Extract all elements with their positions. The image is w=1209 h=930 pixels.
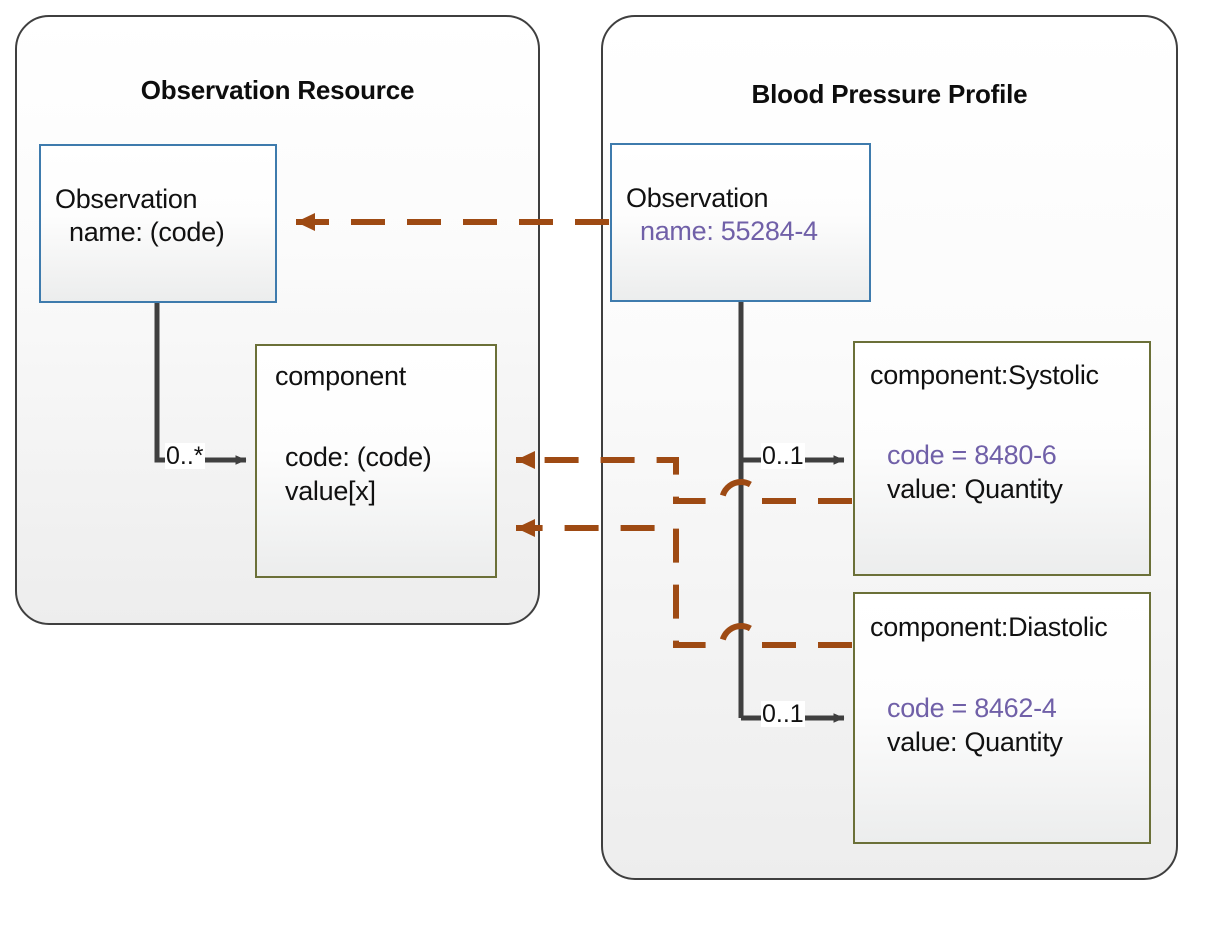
- box-observation-profile-attribute: name: 55284-4: [640, 216, 818, 246]
- box-observation-base[interactable]: Observation name: (code): [39, 144, 277, 303]
- multiplicity-label-component-base: 0..*: [165, 442, 205, 470]
- box-component-base[interactable]: component code: (code) value[x]: [255, 344, 497, 578]
- box-component-systolic-attribute-1: code = 8480-6: [887, 440, 1057, 470]
- box-component-systolic[interactable]: component:Systolic code = 8480-6 value: …: [853, 341, 1151, 576]
- box-component-systolic-attribute-2: value: Quantity: [887, 474, 1063, 504]
- box-component-diastolic-attribute-2: value: Quantity: [887, 727, 1063, 757]
- box-component-base-attribute-1: code: (code): [285, 442, 432, 472]
- box-component-diastolic-attribute-1: code = 8462-4: [887, 693, 1057, 723]
- box-observation-base-attribute: name: (code): [69, 217, 225, 247]
- panel-title-left: Observation Resource: [140, 75, 415, 105]
- panel-title-right: Blood Pressure Profile: [751, 79, 1028, 109]
- box-observation-profile[interactable]: Observation name: 55284-4: [610, 143, 871, 302]
- box-component-base-title: component: [275, 361, 406, 391]
- box-observation-base-title: Observation: [55, 184, 198, 214]
- box-component-systolic-title: component:Systolic: [870, 360, 1099, 390]
- box-component-diastolic[interactable]: component:Diastolic code = 8462-4 value:…: [853, 592, 1151, 844]
- multiplicity-label-systolic: 0..1: [761, 442, 805, 470]
- box-observation-profile-title: Observation: [626, 183, 769, 213]
- box-component-base-attribute-2: value[x]: [285, 476, 376, 506]
- multiplicity-label-diastolic: 0..1: [761, 700, 805, 728]
- box-component-diastolic-title: component:Diastolic: [870, 612, 1108, 642]
